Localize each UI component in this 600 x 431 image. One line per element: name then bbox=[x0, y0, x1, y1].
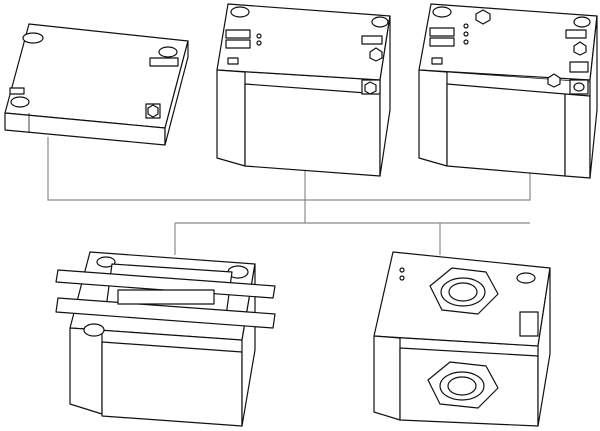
block-b-slot-2 bbox=[225, 39, 251, 49]
plate-a-hex-icon bbox=[147, 104, 159, 118]
block-b-pin-1 bbox=[256, 33, 262, 39]
part-a-base-plate bbox=[4, 23, 189, 146]
block-e-side bbox=[537, 267, 551, 427]
block-c-pin-2 bbox=[463, 31, 469, 37]
block-c-pin-1 bbox=[463, 23, 469, 29]
block-d-hole-3 bbox=[83, 323, 105, 337]
block-d-insert bbox=[117, 289, 215, 305]
plate-a-slot bbox=[149, 57, 179, 67]
part-b-plate-block bbox=[216, 3, 391, 177]
block-b-hole-1 bbox=[230, 6, 250, 18]
block-b-front bbox=[244, 83, 381, 177]
part-c-plate-block-features bbox=[418, 3, 598, 179]
block-c-slot-3 bbox=[565, 29, 587, 39]
block-c-left-post bbox=[418, 69, 448, 167]
hex-boss-upper-bore bbox=[448, 282, 478, 302]
part-e-hex-assembly bbox=[373, 251, 551, 427]
hex-boss-lower-bore bbox=[447, 376, 477, 396]
block-c-pin-3 bbox=[463, 39, 469, 45]
block-d-hole-1 bbox=[96, 256, 116, 268]
block-b-hex-icon-2 bbox=[364, 81, 377, 95]
block-b-hex-icon bbox=[369, 47, 383, 62]
clamp-bar-lower bbox=[55, 297, 276, 329]
plate-a-hole-3 bbox=[10, 96, 30, 108]
connector-lines bbox=[47, 137, 531, 255]
block-c-right-post bbox=[564, 93, 591, 179]
block-c-hex-icon-1 bbox=[475, 9, 491, 25]
block-c-hole-2 bbox=[573, 16, 591, 28]
block-b-hole-2 bbox=[371, 16, 389, 28]
block-e-pin-1 bbox=[399, 267, 405, 273]
block-d-left-post bbox=[69, 327, 103, 415]
block-c-hole-1 bbox=[432, 6, 452, 18]
block-c-hex-icon-3 bbox=[547, 73, 561, 88]
block-c-front bbox=[446, 83, 566, 177]
block-c-notch bbox=[431, 57, 443, 65]
block-c-hex-icon-2 bbox=[573, 41, 587, 56]
block-c-hole-3 bbox=[573, 82, 585, 92]
block-d-front bbox=[101, 341, 243, 427]
block-c-slot-1 bbox=[429, 27, 455, 37]
block-b-slot-3 bbox=[361, 35, 383, 45]
block-c-slot-2 bbox=[429, 37, 455, 47]
block-c-slot-4 bbox=[569, 61, 589, 73]
clamp-bar-upper bbox=[55, 269, 276, 299]
block-b-notch bbox=[227, 57, 239, 65]
plate-a-notch bbox=[9, 87, 25, 95]
part-d-clamp-assembly bbox=[55, 251, 276, 427]
block-e-slot bbox=[519, 311, 539, 337]
block-b-pin-2 bbox=[256, 40, 262, 46]
block-e-hole-1 bbox=[516, 272, 536, 284]
block-e-pin-2 bbox=[399, 275, 405, 281]
plate-a-hole-2 bbox=[158, 46, 178, 58]
block-c-side bbox=[589, 15, 598, 179]
plate-a-side bbox=[164, 40, 189, 146]
connector-top-bar bbox=[47, 137, 531, 201]
plate-a-hole-1 bbox=[22, 32, 44, 44]
block-b-side bbox=[379, 15, 391, 177]
block-b-slot-1 bbox=[225, 29, 251, 39]
block-b-left-post bbox=[216, 69, 246, 167]
block-e-left-post bbox=[373, 335, 401, 421]
